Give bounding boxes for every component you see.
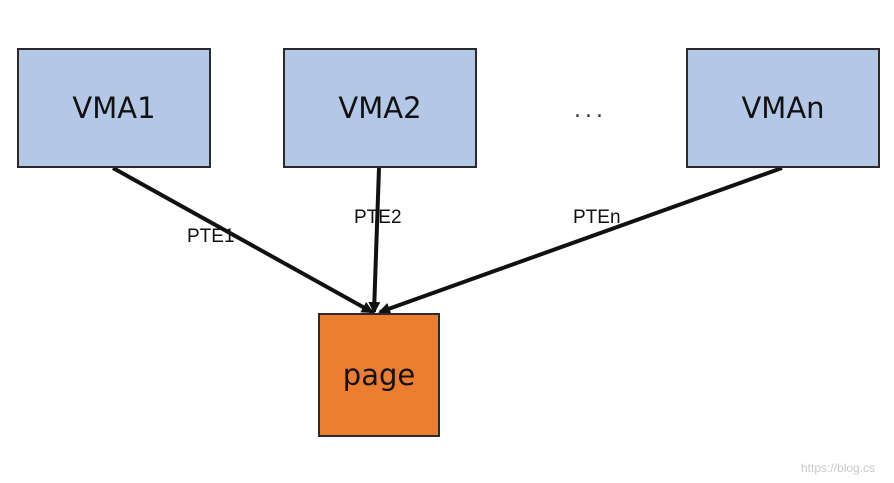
watermark: https://blog.cs (801, 461, 876, 475)
pte1-label: PTE1 (187, 226, 235, 247)
arrow-pten (378, 166, 783, 315)
vma1-label: VMA1 (72, 91, 156, 125)
vman-box: VMAn (686, 48, 880, 168)
arrow-pte1 (112, 166, 374, 314)
pte2-label: PTE2 (354, 207, 402, 228)
page-box: page (318, 313, 440, 437)
vman-label: VMAn (741, 91, 825, 125)
ellipsis: ... (574, 98, 607, 123)
vma2-label: VMA2 (338, 91, 422, 125)
vma1-box: VMA1 (17, 48, 211, 168)
vma2-box: VMA2 (283, 48, 477, 168)
arrow-pte2 (368, 167, 381, 314)
page-label: page (342, 358, 416, 392)
pten-label: PTEn (573, 207, 621, 228)
